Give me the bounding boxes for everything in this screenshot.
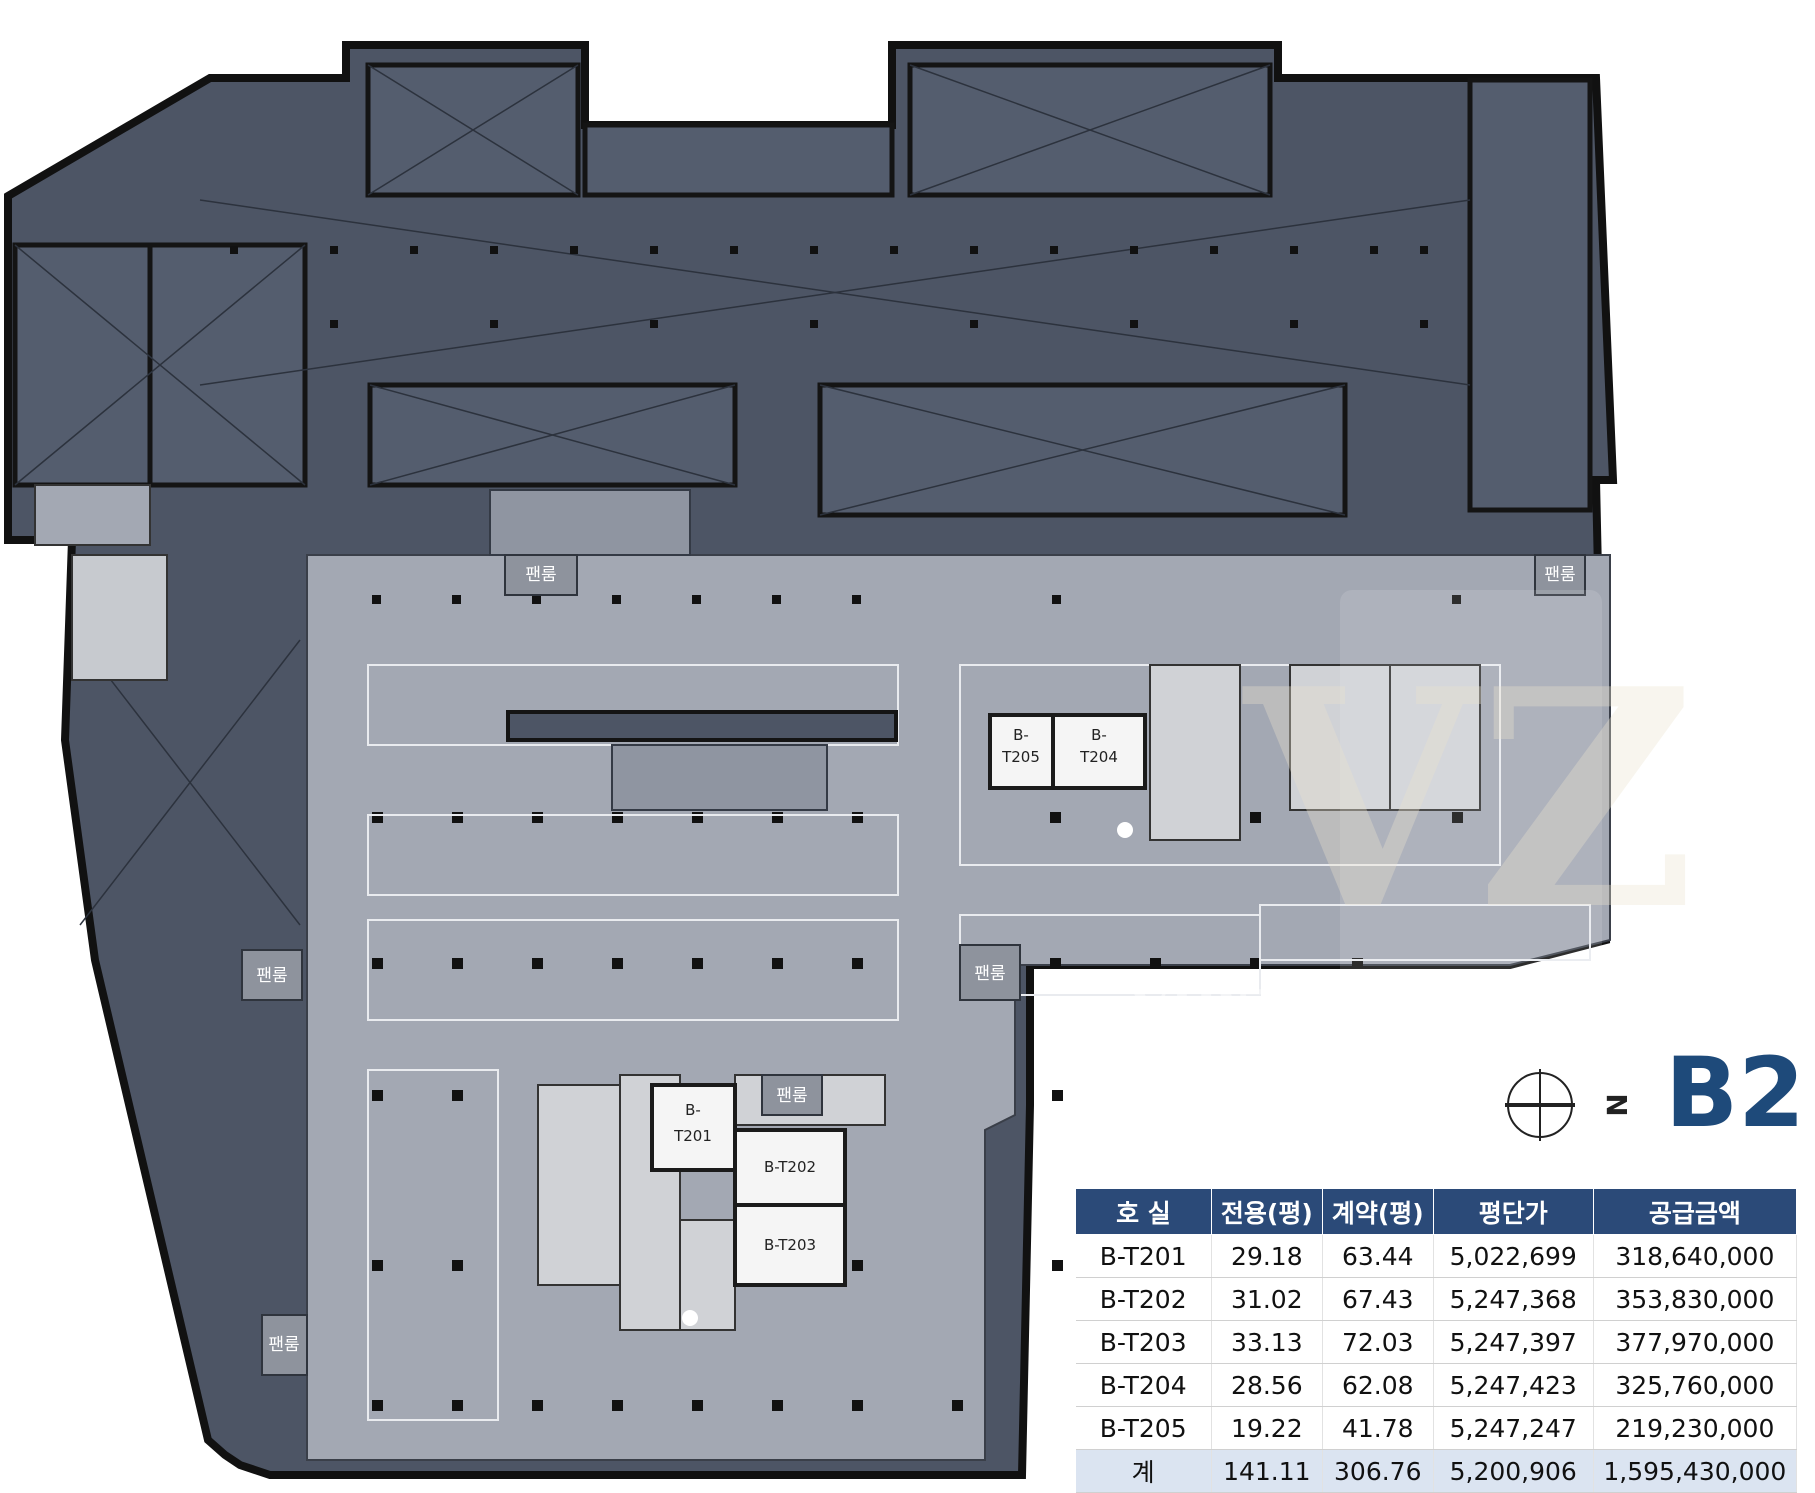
cell-unit: B-T204 xyxy=(1075,1363,1212,1407)
unit-b-t205-line1: B- xyxy=(1013,726,1029,744)
table-total-row: 계 141.11 306.76 5,200,906 1,595,430,000 xyxy=(1075,1449,1798,1493)
col-header-price-per-pyeong: 평단가 xyxy=(1432,1188,1594,1235)
table-row: B-T202 31.02 67.43 5,247,368 353,830,000 xyxy=(1075,1277,1798,1321)
cell-unit: B-T203 xyxy=(1075,1320,1212,1364)
fan-room-label: 팬룸 xyxy=(974,964,1005,984)
cell-net-area: 28.56 xyxy=(1211,1363,1323,1407)
unit-rooms xyxy=(650,713,1147,1287)
unit-b-t201 xyxy=(650,1083,737,1172)
col-header-net-area: 전용(평) xyxy=(1210,1188,1323,1235)
col-header-unit: 호 실 xyxy=(1075,1188,1212,1235)
col-header-supply-price: 공급금액 xyxy=(1592,1188,1798,1235)
table-row: B-T204 28.56 62.08 5,247,423 325,760,000 xyxy=(1075,1363,1798,1407)
cell-unit: B-T201 xyxy=(1075,1234,1212,1278)
cell-total-label: 계 xyxy=(1075,1449,1212,1493)
core-blocks xyxy=(537,664,1481,1331)
watermark: VZ VIP부동산중개법인 xyxy=(1128,590,1696,1050)
cell-net-area: 31.02 xyxy=(1211,1277,1323,1321)
table-row: B-T203 33.13 72.03 5,247,397 377,970,000 xyxy=(1075,1320,1798,1364)
cell-supply-price: 377,970,000 xyxy=(1593,1320,1798,1364)
cell-supply-price: 318,640,000 xyxy=(1593,1234,1798,1278)
table-row: B-T205 19.22 41.78 5,247,247 219,230,000 xyxy=(1075,1406,1798,1450)
unit-b-t202 xyxy=(733,1128,847,1207)
accessible-parking-icon xyxy=(682,822,1133,1326)
cell-price-per-pyeong: 5,247,368 xyxy=(1433,1277,1594,1321)
watermark-text: VIP부동산중개법인 xyxy=(1128,977,1568,1038)
cell-total-net-area: 141.11 xyxy=(1211,1449,1323,1493)
unit-b-t205 xyxy=(988,713,1055,790)
cell-unit: B-T205 xyxy=(1075,1406,1212,1450)
left-core xyxy=(71,554,168,681)
cell-supply-price: 353,830,000 xyxy=(1593,1277,1798,1321)
cell-contract-area: 72.03 xyxy=(1322,1320,1434,1364)
fan-rooms xyxy=(241,554,1586,1376)
floor-label: B2 xyxy=(1665,1037,1805,1149)
cell-supply-price: 325,760,000 xyxy=(1593,1363,1798,1407)
unit-price-table: 호 실 전용(평) 계약(평) 평단가 공급금액 B-T201 29.18 63… xyxy=(1075,1188,1798,1493)
cell-price-per-pyeong: 5,247,397 xyxy=(1433,1320,1594,1364)
fan-room-label: 팬룸 xyxy=(776,1086,807,1106)
unit-b-t203 xyxy=(733,1203,847,1287)
watermark-monogram: VZ xyxy=(1239,623,1695,976)
cell-contract-area: 62.08 xyxy=(1322,1363,1434,1407)
cell-supply-price: 219,230,000 xyxy=(1593,1406,1798,1450)
cell-total-price-per-pyeong: 5,200,906 xyxy=(1433,1449,1594,1493)
cell-total-supply-price: 1,595,430,000 xyxy=(1593,1449,1798,1493)
cell-net-area: 19.22 xyxy=(1211,1406,1323,1450)
cell-price-per-pyeong: 5,022,699 xyxy=(1433,1234,1594,1278)
storage-cross-marks xyxy=(14,64,1471,926)
unit-b-t205-line2: T205 xyxy=(1001,748,1040,766)
cell-contract-area: 63.44 xyxy=(1322,1234,1434,1278)
ramp-bar xyxy=(506,710,898,742)
cell-unit: B-T202 xyxy=(1075,1277,1212,1321)
cell-total-contract-area: 306.76 xyxy=(1322,1449,1434,1493)
north-compass-icon: N xyxy=(1505,1069,1633,1141)
fan-room-label: 팬룸 xyxy=(268,1335,299,1355)
structural-columns xyxy=(230,246,1463,1411)
fan-room-label: 팬룸 xyxy=(256,966,287,986)
cell-contract-area: 67.43 xyxy=(1322,1277,1434,1321)
unit-b-t204-line1: B- xyxy=(1091,726,1107,744)
unit-b-t203-label: B-T203 xyxy=(764,1236,816,1254)
unit-b-t204 xyxy=(1051,713,1147,790)
cell-contract-area: 41.78 xyxy=(1322,1406,1434,1450)
left-void xyxy=(34,484,151,546)
compass-letter: N xyxy=(1600,1093,1633,1116)
table-header-row: 호 실 전용(평) 계약(평) 평단가 공급금액 xyxy=(1075,1188,1798,1235)
ramp-stairs-upper xyxy=(489,489,691,556)
unit-b-t204-line2: T204 xyxy=(1079,748,1118,766)
unit-b-t201-line2: T201 xyxy=(673,1127,712,1145)
cell-net-area: 33.13 xyxy=(1211,1320,1323,1364)
unit-b-t202-label: B-T202 xyxy=(764,1158,816,1176)
col-header-contract-area: 계약(평) xyxy=(1321,1188,1434,1235)
cell-net-area: 29.18 xyxy=(1211,1234,1323,1278)
table-row: B-T201 29.18 63.44 5,022,699 318,640,000 xyxy=(1075,1234,1798,1278)
fan-room-label: 팬룸 xyxy=(1544,565,1575,585)
fan-room-label: 팬룸 xyxy=(525,565,556,585)
cell-price-per-pyeong: 5,247,423 xyxy=(1433,1363,1594,1407)
unit-b-t201-line1: B- xyxy=(685,1101,701,1119)
cell-price-per-pyeong: 5,247,247 xyxy=(1433,1406,1594,1450)
ramp-stairs xyxy=(611,744,828,811)
